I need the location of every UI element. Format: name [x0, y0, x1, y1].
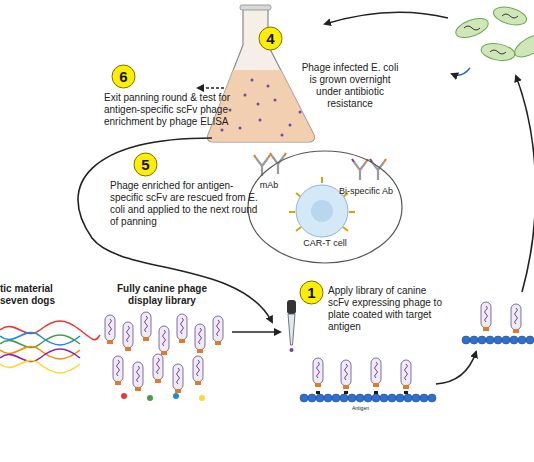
step-text: Exit panning round & test for antigen-sp…	[104, 92, 259, 128]
callout-circle	[134, 153, 157, 176]
product-ellipse: mAbBi-specific Ab CAR-T cell	[247, 150, 403, 264]
phage-library	[105, 312, 223, 401]
callout-number-text: 1	[299, 280, 324, 305]
step-text: Phage infected E. coli is grown overnigh…	[298, 62, 402, 110]
library-label: Fully canine phage display library	[112, 283, 212, 307]
dna-strands	[0, 321, 100, 373]
flow-arrow	[325, 12, 448, 24]
antigen-label: Antigen	[352, 405, 382, 411]
callout-number: 5	[133, 152, 158, 177]
callout-circle	[259, 27, 282, 50]
source-label: tic material seven dogs	[0, 283, 62, 307]
callout-circle	[300, 281, 323, 304]
e-coli-cells	[453, 4, 534, 63]
antibody-icons	[254, 153, 386, 180]
callout-number-text: 4	[258, 26, 283, 51]
infection-arrow	[452, 68, 470, 75]
callout-number-text: 6	[111, 64, 136, 89]
exit-arrow	[198, 87, 224, 88]
product-label: mAb	[247, 180, 291, 190]
cycle-arrow	[78, 138, 272, 322]
step-text: Apply library of canine scFv expressing …	[328, 285, 450, 333]
ellipse-outline	[248, 151, 402, 263]
callout-number: 4	[258, 26, 283, 51]
antigen-plate	[462, 302, 534, 344]
callout-circle	[112, 65, 135, 88]
flow-arrow	[232, 331, 280, 333]
callout-number-text: 5	[133, 152, 158, 177]
step-text: Phage enriched for antigen-specific scFv…	[110, 180, 262, 228]
product-label: Bi-specific Ab	[331, 186, 401, 196]
flow-arrow	[516, 76, 534, 292]
dropper	[287, 300, 296, 352]
antigen-plate	[300, 358, 436, 402]
callout-number: 6	[111, 64, 136, 89]
product-label: CAR-T cell	[287, 238, 363, 248]
callout-number: 1	[299, 280, 324, 305]
flow-arrow	[436, 352, 476, 384]
